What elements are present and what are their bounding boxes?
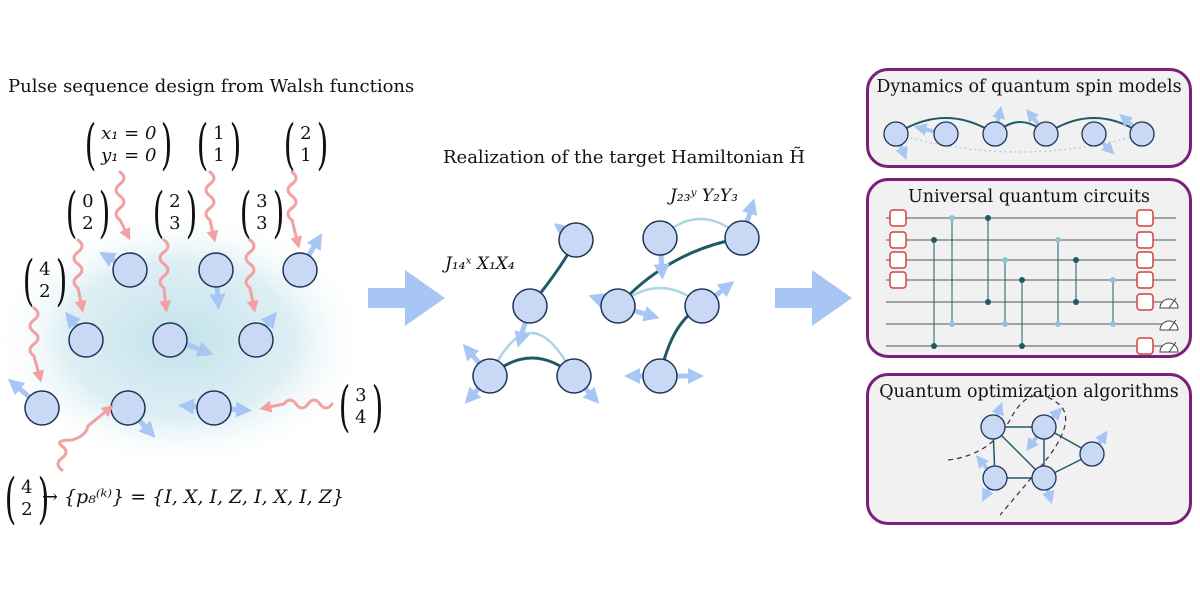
pulse-label-bottom: 1 bbox=[213, 145, 225, 166]
pulse-label-bottom: 2 bbox=[39, 281, 51, 302]
pulse-label-2-3: ( 2 3 ) bbox=[152, 181, 197, 244]
pulse-label-top: x₁ = 0 bbox=[101, 123, 157, 144]
pulse-label-top: 2 bbox=[300, 123, 312, 144]
panel-title-quantum-circuits: Universal quantum circuits bbox=[908, 187, 1150, 207]
middle-right-couplings bbox=[616, 217, 744, 378]
pulse-label-4-2: ( 4 2 ) bbox=[22, 249, 67, 312]
circuit-wires bbox=[886, 217, 1176, 347]
pulse-label-bottom: 3 bbox=[256, 213, 268, 234]
pulse-label-3-4: ( 3 4 ) bbox=[338, 375, 383, 438]
pulse-label-top: 0 bbox=[82, 191, 94, 212]
pulse-label-bottom: y₁ = 0 bbox=[101, 145, 157, 166]
panel-title-optimization: Quantum optimization algorithms bbox=[879, 382, 1179, 402]
pulse-arrows bbox=[28, 170, 334, 472]
pulse-label-1-1: ( 1 1 ) bbox=[196, 113, 241, 176]
pulse-label-top: 3 bbox=[355, 385, 367, 406]
pulse-label-3-3: ( 3 3 ) bbox=[239, 181, 284, 244]
pulse-label-bottom: 2 bbox=[82, 213, 94, 234]
pulse-label-top: 1 bbox=[213, 123, 225, 144]
formula-binom-bottom: 2 bbox=[21, 499, 33, 520]
pulse-label-x1-y1: ( x₁ = 0 y₁ = 0 ) bbox=[84, 113, 173, 176]
formula-binom: ( 4 2 ) bbox=[4, 467, 49, 530]
panel-spin-models: Dynamics of quantum spin models bbox=[866, 68, 1192, 168]
circuit-gates bbox=[889, 209, 1154, 355]
term-y: J₂₃ʸ Y₂Y₃ bbox=[670, 186, 738, 206]
panel-title-spin-models: Dynamics of quantum spin models bbox=[876, 77, 1182, 97]
pulse-label-2-1: ( 2 1 ) bbox=[283, 113, 328, 176]
pulse-label-bottom: 3 bbox=[169, 213, 181, 234]
pulse-label-bottom: 1 bbox=[300, 145, 312, 166]
middle-left-nodes bbox=[472, 222, 594, 394]
optimization-nodes bbox=[980, 414, 1105, 491]
pulse-label-0-2: ( 0 2 ) bbox=[65, 181, 110, 244]
pulse-label-top: 2 bbox=[169, 191, 181, 212]
circuit-dots bbox=[931, 215, 1116, 349]
circuit-controls bbox=[933, 218, 1114, 346]
measurement-icons bbox=[1159, 297, 1179, 353]
left-lattice-nodes bbox=[24, 252, 318, 426]
pulse-label-bottom: 4 bbox=[355, 407, 367, 428]
big-arrow-left bbox=[368, 270, 445, 326]
pulse-label-top: 3 bbox=[256, 191, 268, 212]
formula-binom-top: 4 bbox=[21, 477, 33, 498]
term-x: J₁₄ˣ X₁X₄ bbox=[445, 254, 515, 274]
pulse-label-top: 4 bbox=[39, 259, 51, 280]
spin-chain-nodes bbox=[883, 121, 1155, 147]
middle-right-nodes bbox=[600, 220, 760, 394]
formula-text: → {p₈⁽ᵏ⁾} = {I, X, I, Z, I, X, I, Z} bbox=[42, 486, 345, 508]
left-title: Pulse sequence design from Walsh functio… bbox=[8, 76, 415, 97]
middle-title: Realization of the target Hamiltonian H̃ bbox=[443, 147, 806, 168]
big-arrow-right bbox=[775, 270, 852, 326]
